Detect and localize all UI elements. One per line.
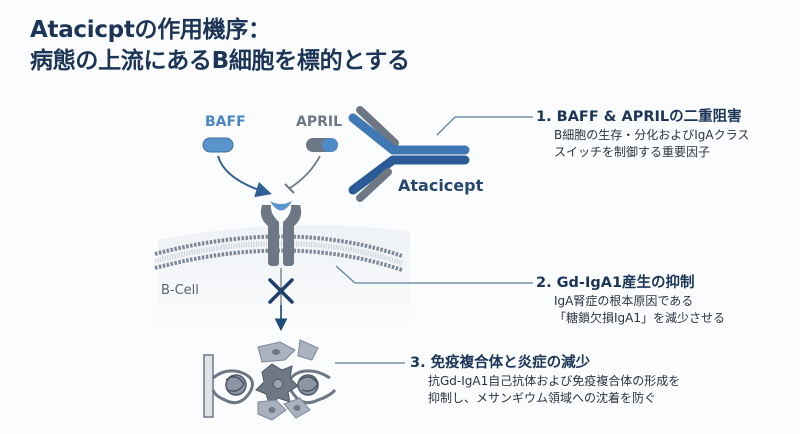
page-title: Atacicptの作用機序： 病態の上流にあるB細胞を標的とする — [30, 15, 410, 77]
baff-ligand-icon — [202, 137, 234, 153]
receptor-icon — [260, 201, 302, 266]
glomerulus-illustration — [203, 339, 337, 421]
baff-label: BAFF — [205, 114, 246, 130]
title-line-2: 病態の上流にあるB細胞を標的とする — [30, 48, 410, 74]
point-3-line-2: 抑制し、メサンギウム領域への沈着を防ぐ — [428, 390, 657, 405]
atacicept-label: Atacicept — [398, 176, 484, 195]
point-2-heading: 2. Gd-IgA1産生の抑制 — [536, 275, 695, 291]
point-1: 1. BAFF & APRILの二重阻害 B細胞の生存・分化およびIgAクラス … — [536, 107, 749, 160]
point-3: 3. 免疫複合体と炎症の減少 抗Gd-IgA1自己抗体および免疫複合体の形成を … — [410, 353, 680, 406]
point-3-heading: 3. 免疫複合体と炎症の減少 — [410, 355, 591, 371]
point-3-line-1: 抗Gd-IgA1自己抗体および免疫複合体の形成を — [428, 374, 681, 388]
inhibition-bar-icon — [284, 183, 295, 194]
atacicept-molecule-icon — [348, 106, 470, 202]
b-cell-label: B-Cell — [161, 283, 199, 298]
point-2-line-2: 「糖鎖欠損IgA1」を減少させる — [554, 310, 726, 325]
point-1-line-1: B細胞の生存・分化およびIgAクラス — [554, 128, 750, 142]
leader-line-2 — [335, 265, 533, 284]
april-ligand-icon — [306, 138, 338, 152]
point-1-heading: 1. BAFF & APRILの二重阻害 — [536, 109, 742, 125]
title-line-1: Atacicptの作用機序： — [30, 17, 271, 43]
blocked-x-icon — [268, 278, 294, 304]
april-inhibition-line — [289, 155, 321, 189]
baff-activation-arrow — [217, 155, 272, 198]
point-1-line-2: スイッチを制御する重要因子 — [554, 144, 711, 159]
april-label: APRIL — [296, 114, 343, 130]
leader-line-1 — [436, 116, 533, 136]
point-2: 2. Gd-IgA1産生の抑制 IgA腎症の根本原因である 「糖鎖欠損IgA1」… — [536, 273, 725, 326]
b-cell-interior — [158, 225, 410, 330]
point-2-line-1: IgA腎症の根本原因である — [554, 294, 694, 308]
